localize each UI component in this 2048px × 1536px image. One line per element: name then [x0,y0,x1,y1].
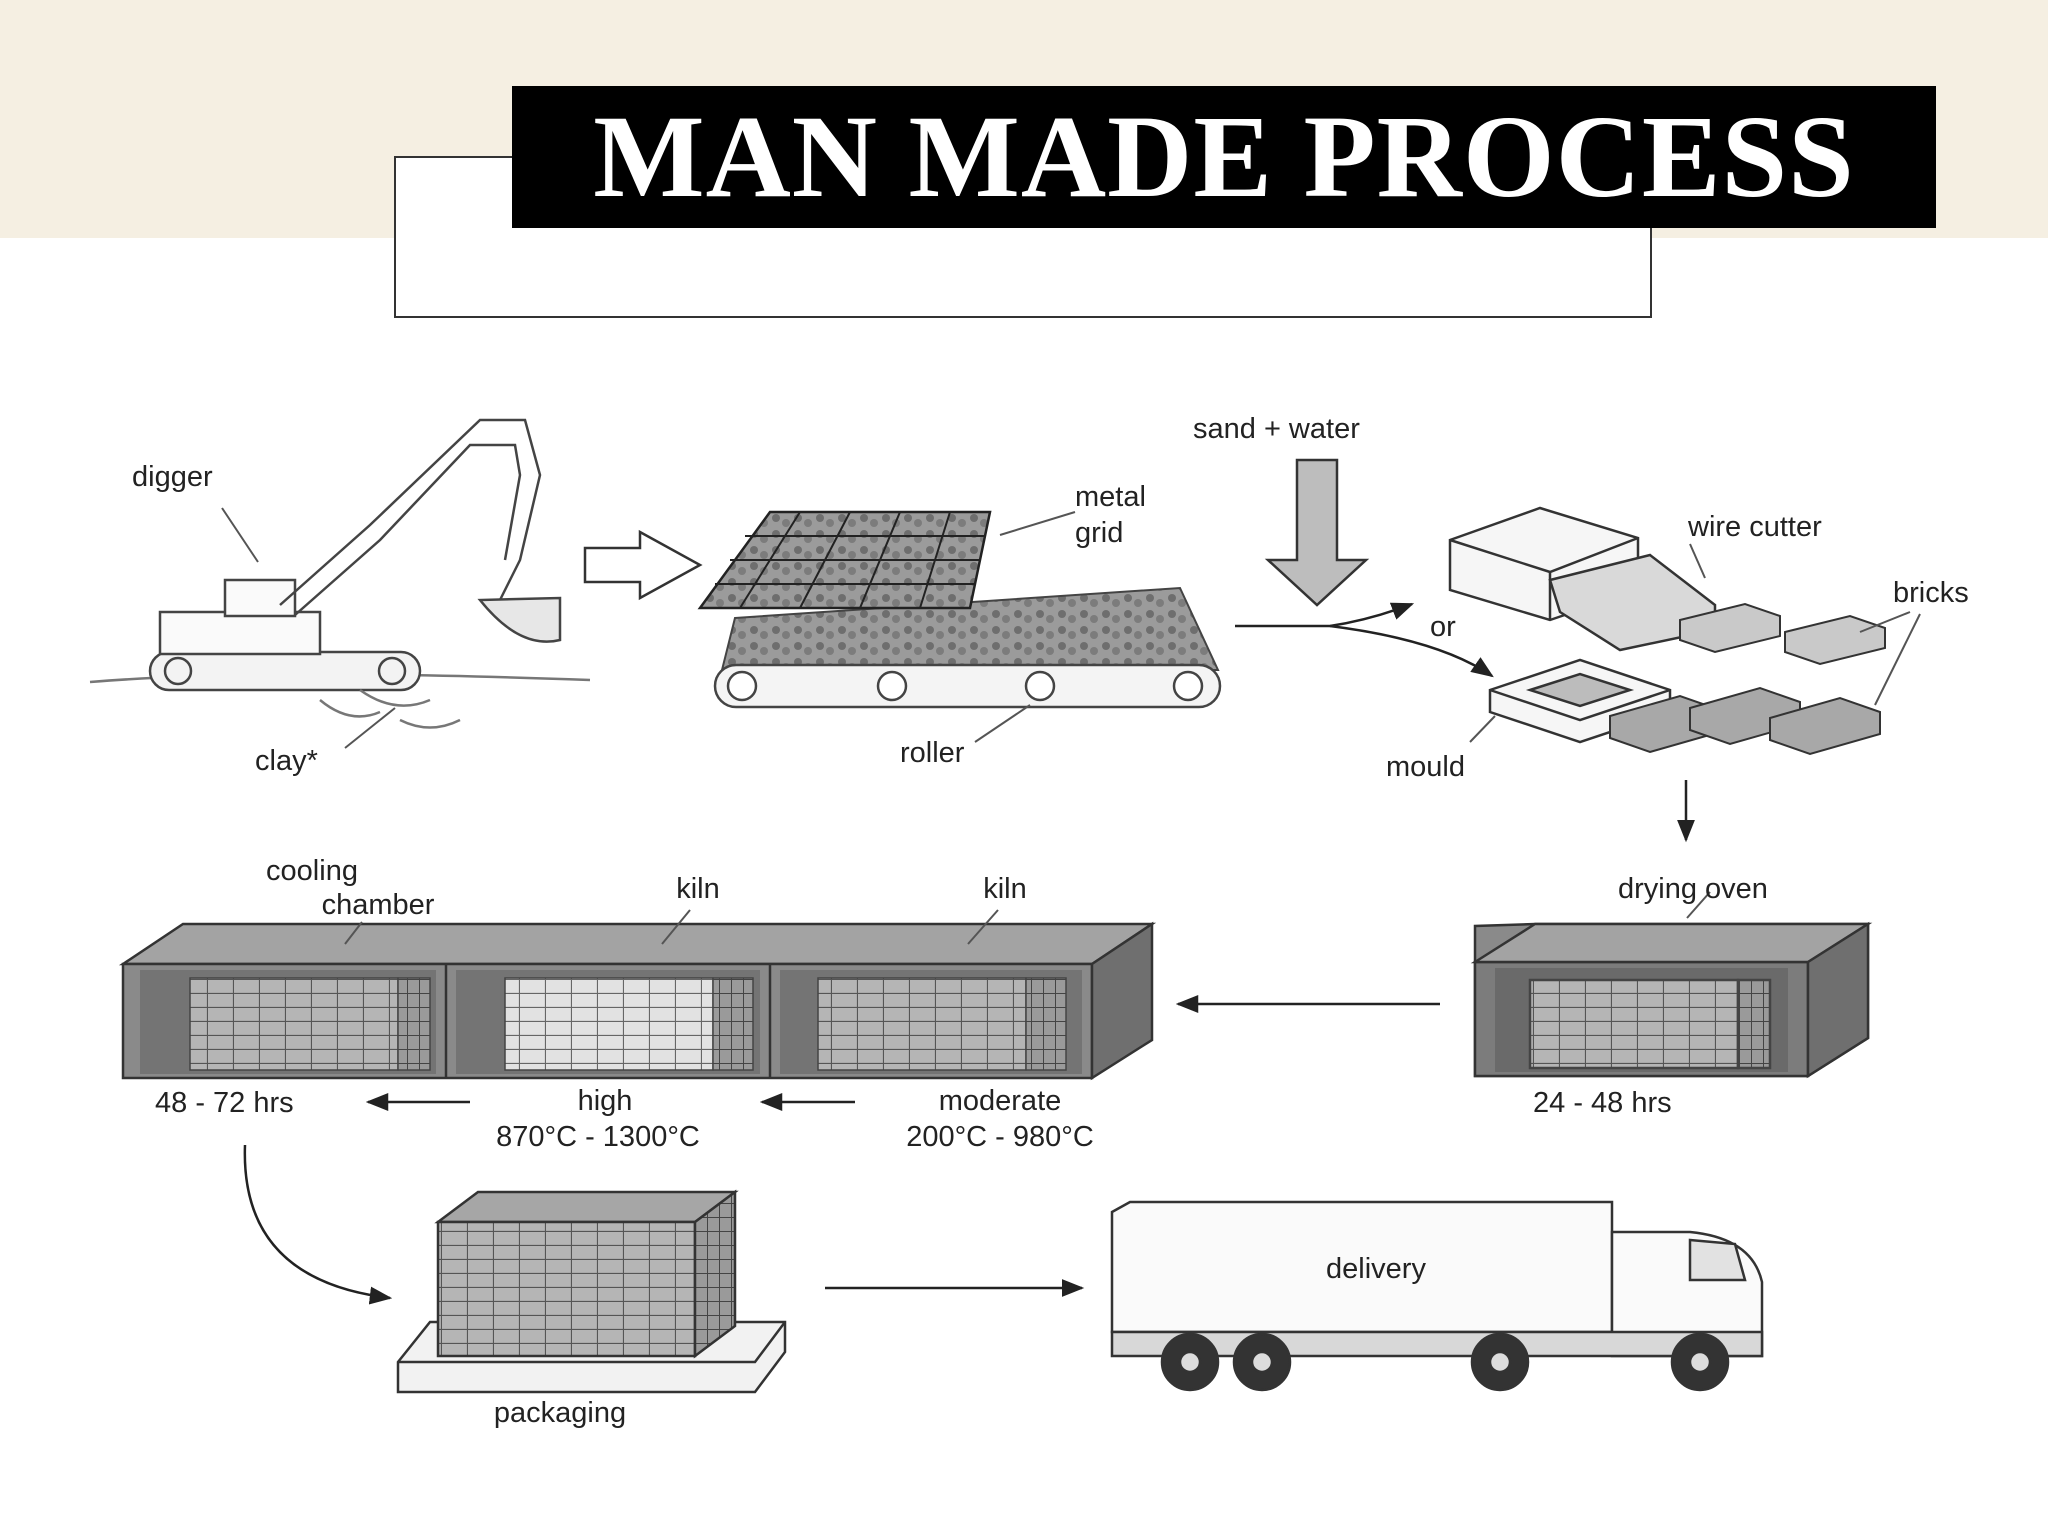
high-label: high [578,1085,633,1117]
mould-leader [1469,715,1496,743]
high-kiln-bricks [504,977,754,1071]
wire-cutter-machine [1448,506,1717,652]
wire-cutter-leader [1689,543,1706,579]
title-bar: MAN MADE PROCESS [512,86,1936,228]
metal-grid-label-1: metal [1075,481,1146,513]
bricks-leader [1859,611,1921,706]
moulded-bricks [1609,686,1881,756]
moderate-kiln-leader [967,909,999,945]
moderate-label: moderate [939,1085,1062,1117]
page-title: MAN MADE PROCESS [593,91,1855,222]
cooling-time-label: 48 - 72 hrs [155,1087,294,1119]
drying-time-label: 24 - 48 hrs [1533,1087,1672,1119]
clay-label: clay* [255,745,318,777]
high-kiln-leader [661,909,691,945]
digger-illustration [89,418,591,729]
roller-leader [974,704,1031,743]
sand-water-label: sand + water [1193,413,1360,445]
conveyor-roller [713,586,1222,709]
to-packaging-arrow [243,1144,393,1305]
mould-label: mould [1386,751,1465,783]
bricks-label: bricks [1893,577,1969,609]
wire-cutter-label: wire cutter [1687,511,1822,543]
hollow-arrow [583,529,703,601]
high-kiln-label: kiln [676,873,720,905]
moderate-kiln-label: kiln [983,873,1027,905]
digger-label: digger [132,461,213,493]
metal-grid-leader [999,511,1076,536]
drying-oven-leader [1686,891,1711,919]
clay-leader [344,707,396,749]
moderate-kiln-bricks [817,977,1067,1071]
cooling-label-2: chamber [322,889,435,921]
drying-oven [1470,921,1873,1079]
packaging-label: packaging [494,1397,626,1429]
roller-label: roller [900,737,965,769]
or-label: or [1430,611,1456,643]
cooling-bricks [189,977,431,1071]
cut-bricks [1679,602,1886,666]
mould-arrow [1329,624,1494,678]
metal-grid-label-2: grid [1075,517,1123,549]
packaging-pallet [396,1189,787,1394]
drying-oven-label: drying oven [1618,873,1768,905]
delivery-label: delivery [1326,1253,1426,1285]
sand-water-arrow [1264,458,1370,607]
moderate-temp-label: 200°C - 980°C [906,1121,1094,1153]
cooling-label-1: cooling [266,855,358,887]
delivery-truck [1110,1200,1764,1392]
digger-leader [221,507,259,563]
metal-grid [697,510,992,610]
cooling-leader [344,921,363,945]
high-temp-label: 870°C - 1300°C [496,1121,700,1153]
wire-cutter-arrow [1235,602,1415,628]
